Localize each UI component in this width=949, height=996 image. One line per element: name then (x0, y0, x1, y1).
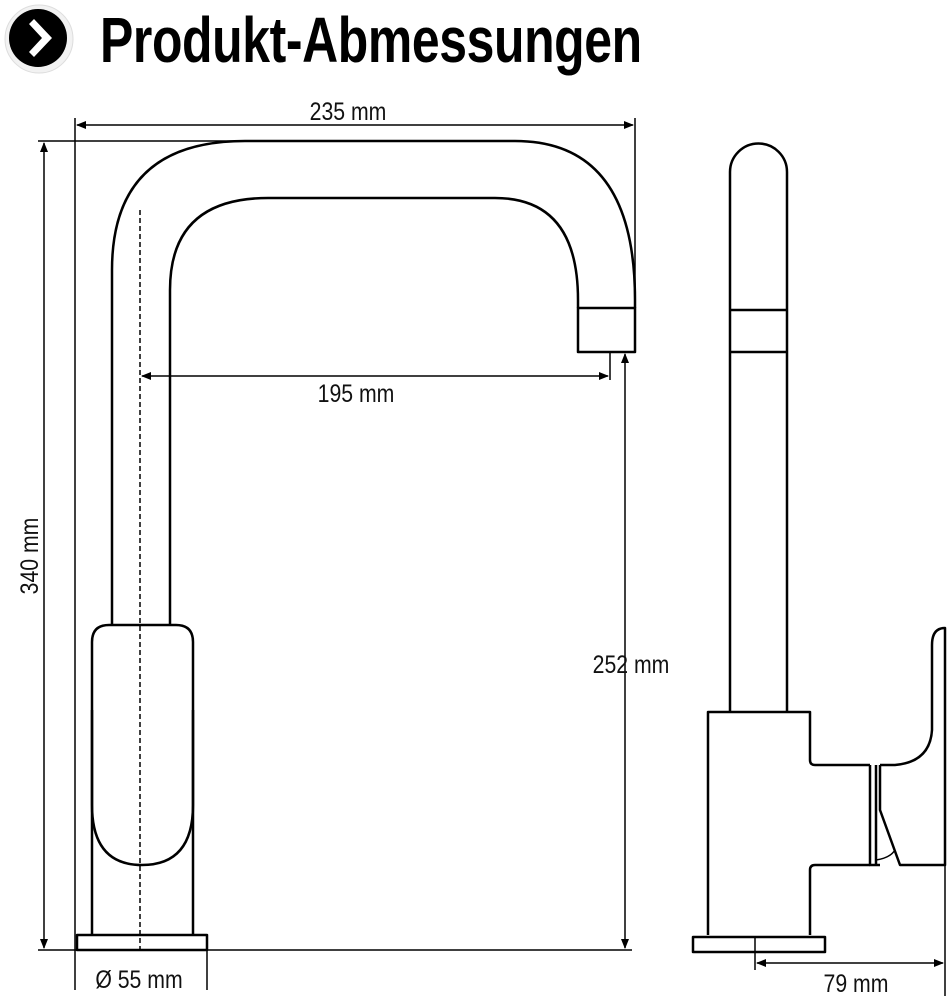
side-handle (878, 626, 947, 867)
side-view (691, 142, 947, 954)
spout-outer (110, 139, 637, 625)
side-spout (728, 142, 789, 712)
label-340: 340 mm (15, 518, 43, 595)
body-handle (90, 623, 195, 867)
front-view (75, 139, 637, 952)
chevron-right-circle-icon (4, 4, 74, 74)
base-plate (75, 933, 209, 952)
spout-inner (168, 196, 580, 625)
label-252: 252 mm (593, 650, 670, 678)
label-195: 195 mm (318, 379, 395, 407)
label-235: 235 mm (310, 97, 387, 125)
side-handle-stem (868, 765, 880, 867)
label-79: 79 mm (824, 969, 889, 996)
nozzle (576, 306, 637, 354)
dimension-lines (38, 118, 946, 996)
header: Produkt-Abmessungen (0, 0, 949, 80)
page-title: Produkt-Abmessungen (100, 4, 642, 76)
side-body (706, 710, 870, 935)
side-base-plate (691, 935, 827, 954)
label-55: Ø 55 mm (95, 965, 182, 993)
